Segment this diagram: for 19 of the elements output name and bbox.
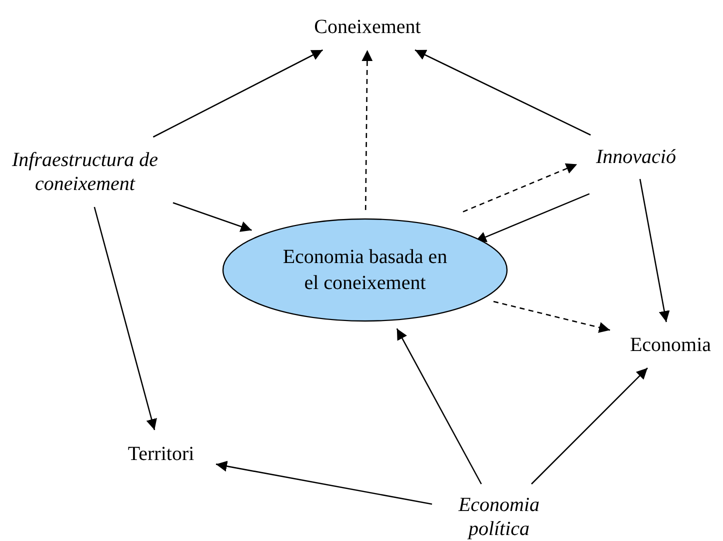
node-label: Economia bbox=[618, 330, 723, 360]
arrow bbox=[94, 206, 157, 430]
arrow bbox=[152, 49, 323, 138]
arrow bbox=[414, 49, 591, 136]
arrow bbox=[493, 300, 610, 333]
node-label: Economia política bbox=[440, 492, 558, 541]
arrow bbox=[362, 50, 373, 210]
arrow bbox=[216, 460, 432, 505]
arrow bbox=[531, 368, 648, 484]
arrow bbox=[475, 193, 590, 242]
arrow bbox=[462, 163, 578, 212]
arrow bbox=[396, 328, 482, 484]
node-label: Coneixement bbox=[300, 12, 435, 42]
node-label: Economia basada en el coneixement bbox=[282, 245, 448, 296]
node-label: Territori bbox=[114, 438, 208, 470]
arrow bbox=[172, 202, 252, 232]
node-label: Innovació bbox=[580, 143, 692, 171]
arrow bbox=[639, 178, 670, 322]
node-label: Infraestructura de coneixement bbox=[5, 145, 165, 199]
